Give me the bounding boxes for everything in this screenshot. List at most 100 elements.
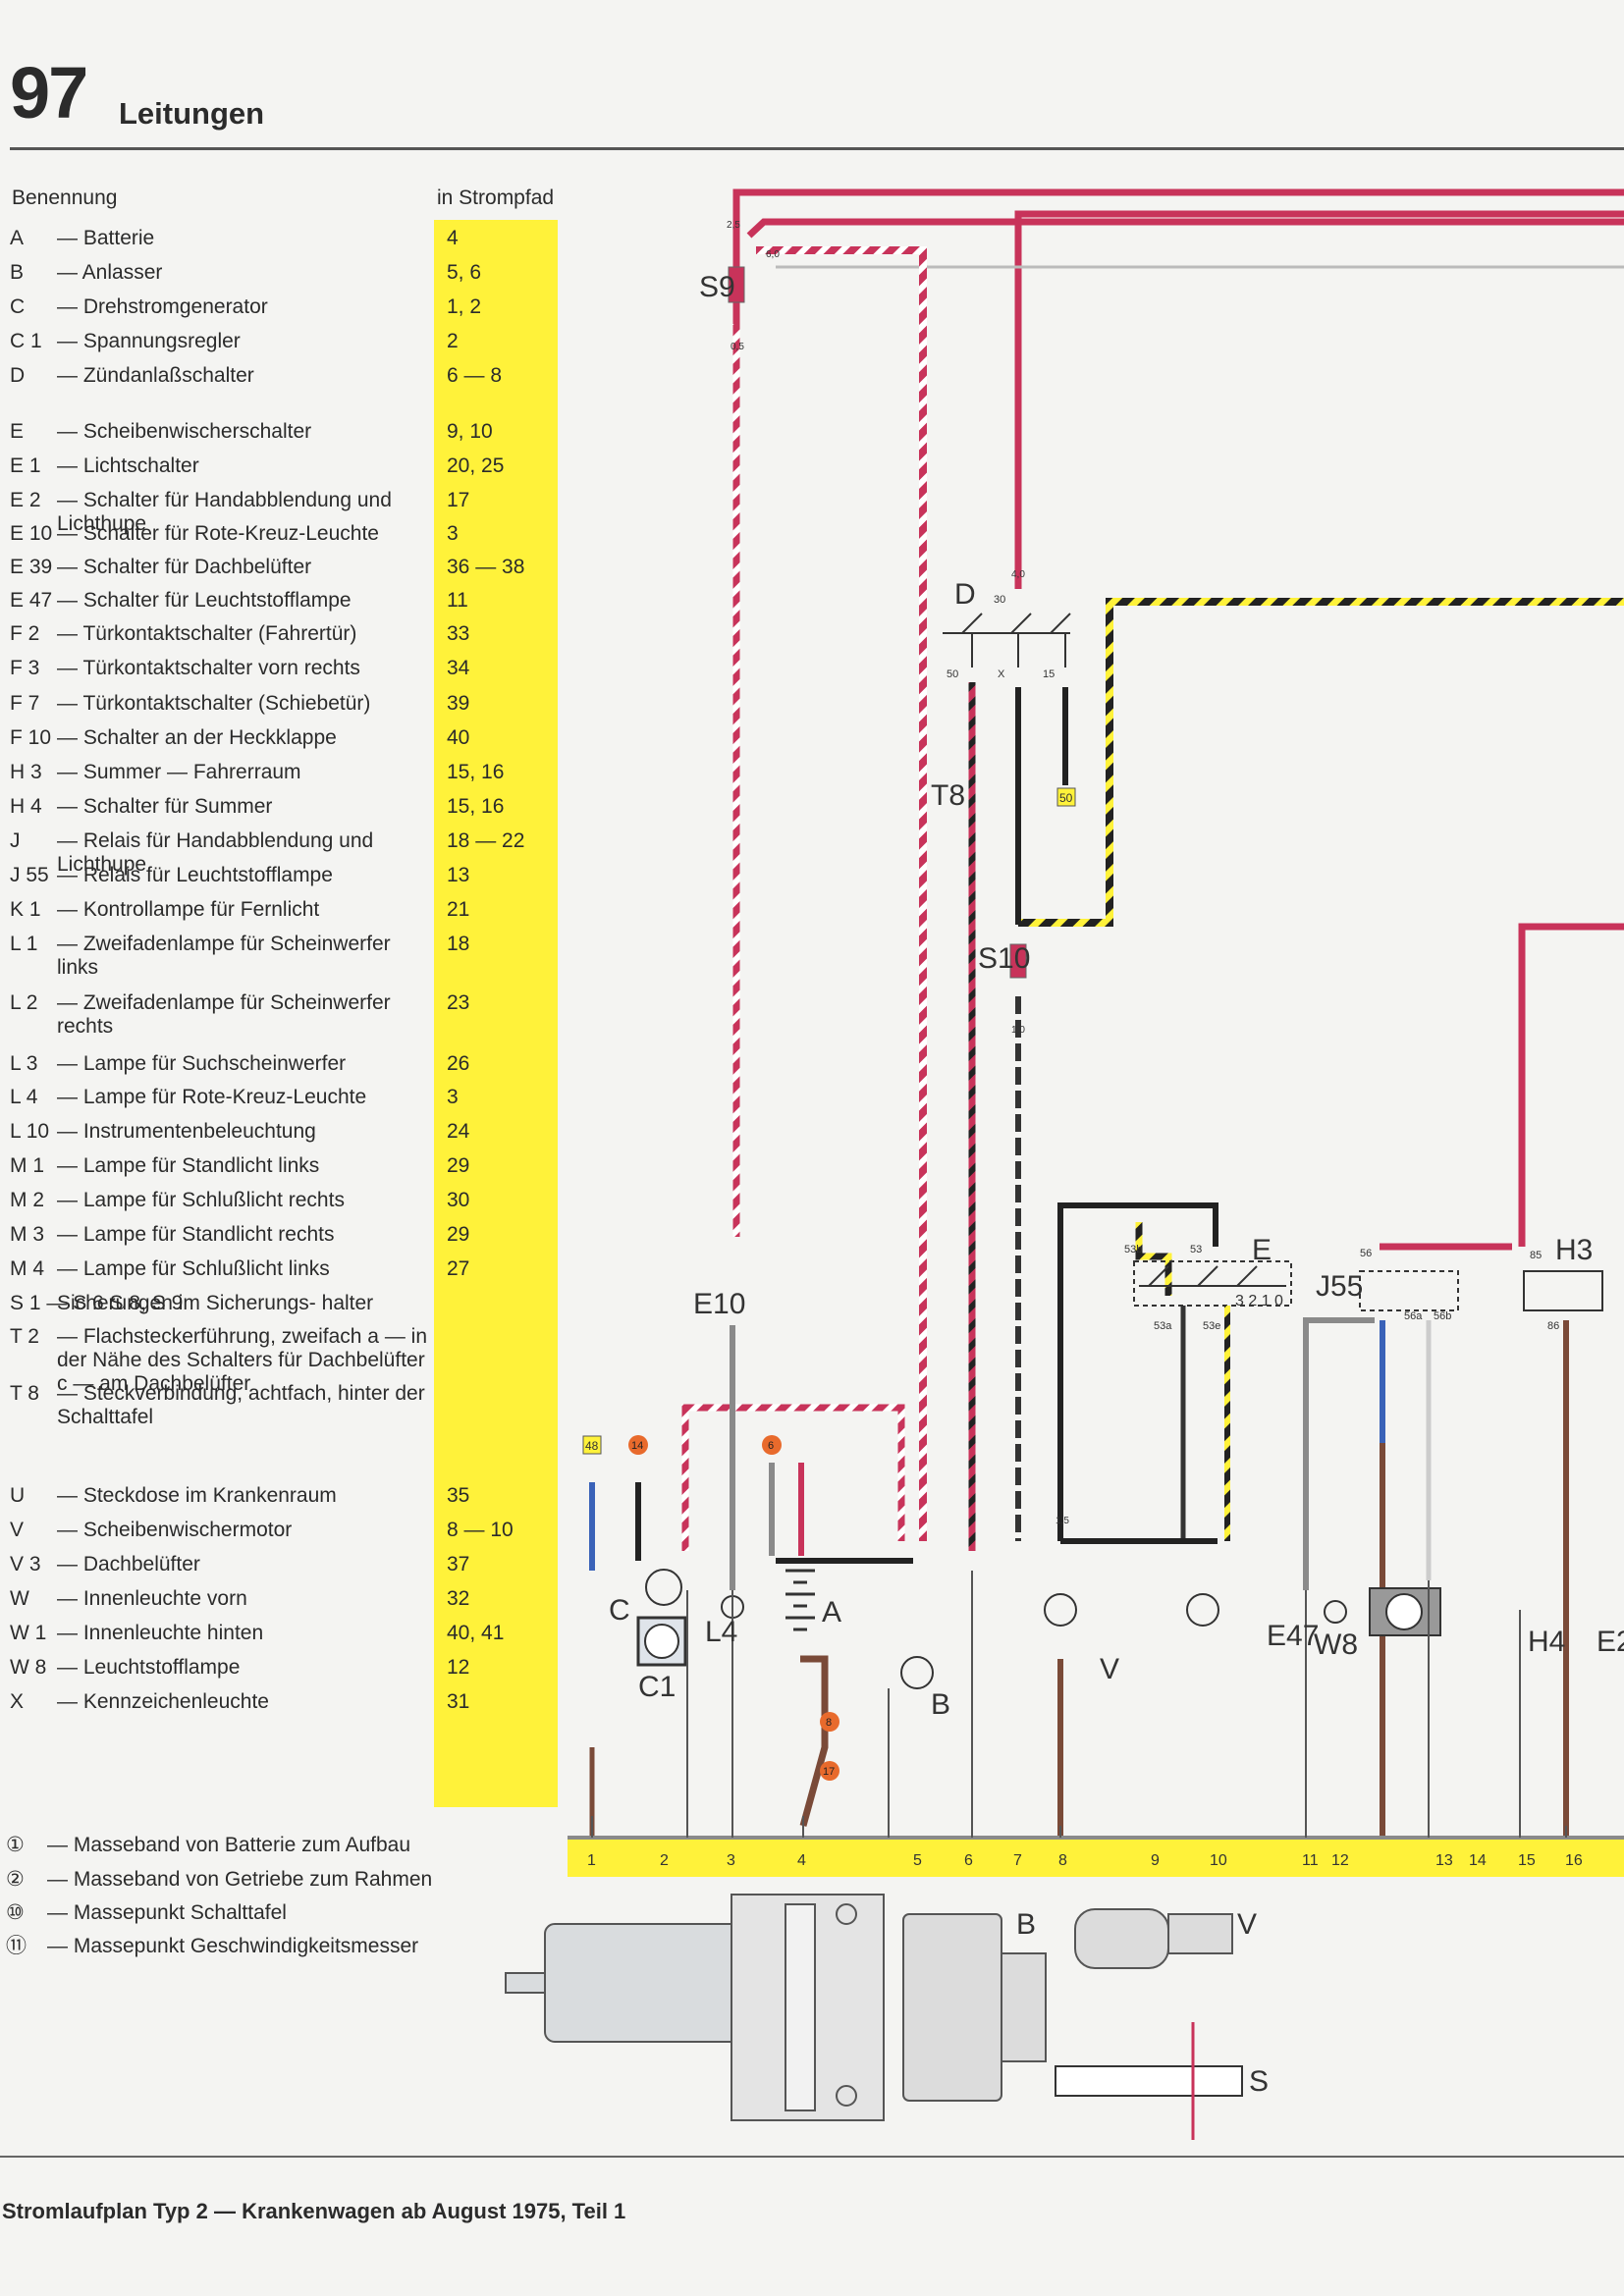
lamp-w8-symbol (1324, 1600, 1347, 1624)
legend-row: L 1— Zweifadenlampe für Scheinwerfer lin… (0, 933, 569, 980)
label-c1: C1 (638, 1671, 676, 1703)
relay-h3 (1523, 1270, 1603, 1311)
legend-code: W (10, 1587, 29, 1610)
legend-row: T 2— Flachsteckerführung, zweifach a — i… (0, 1325, 569, 1425)
legend-desc: — Schalter für Dachbelüfter (57, 556, 312, 578)
label-l4: L4 (705, 1616, 737, 1648)
legend-code: X (10, 1690, 25, 1713)
legend-path: 21 (447, 898, 470, 921)
legend-desc: — Lichtschalter (57, 454, 199, 477)
legend-path: 3 (447, 522, 459, 545)
ground-desc: — Masseband von Getriebe zum Rahmen (47, 1868, 433, 1891)
path-number: 15 (1518, 1852, 1536, 1869)
badge-6-text: 6 (768, 1440, 774, 1452)
wire-grey-j55 (1303, 1317, 1375, 1590)
legend-path: 8 — 10 (447, 1519, 514, 1541)
legend-path: 29 (447, 1223, 470, 1246)
legend-desc: — Scheibenwischermotor (57, 1519, 293, 1541)
legend-desc: — Schalter für Leuchtstofflampe (57, 589, 352, 612)
legend-code: L 4 (10, 1086, 38, 1108)
ground-sym: ⑪ (6, 1935, 27, 1957)
label-v: V (1100, 1653, 1119, 1685)
legend-path: 35 (447, 1484, 470, 1507)
label-e2: E2 (1597, 1626, 1624, 1658)
label-s9: S9 (699, 271, 735, 303)
legend-desc: — Türkontaktschalter vorn rechts (57, 657, 360, 679)
ground-desc: — Massepunkt Geschwindigkeitsmesser (47, 1935, 419, 1957)
legend-desc: — Schalter für Rote-Kreuz-Leuchte (57, 522, 379, 545)
page-number: 97 (10, 52, 88, 133)
legend-desc: — Drehstromgenerator (57, 295, 268, 318)
photo-generator (505, 1923, 782, 2043)
legend-code: W 1 (10, 1622, 47, 1644)
legend-code: W 8 (10, 1656, 47, 1679)
legend-desc: — Zweifadenlampe für Scheinwerfer links (57, 933, 391, 979)
legend-code: V (10, 1519, 25, 1541)
badge-14: 14 (628, 1435, 648, 1455)
legend-row: J— Relais für Handabblendung und Lichthu… (0, 829, 569, 877)
legend-code: C 1 (10, 330, 42, 352)
wiper-motor-v-symbol (1044, 1593, 1077, 1627)
path-number: 2 (660, 1852, 669, 1869)
legend-desc: — Lampe für Standlicht rechts (57, 1223, 335, 1246)
legend-desc: — Schalter für Handabblendung und Lichth… (57, 489, 392, 535)
legend-code: M 1 (10, 1154, 45, 1177)
legend-code: L 2 (10, 991, 38, 1014)
ground-sym: ⑩ (6, 1901, 25, 1924)
legend-path: 36 — 38 (447, 556, 525, 578)
legend-path: 15, 16 (447, 761, 505, 783)
starter-b-symbol (900, 1656, 934, 1689)
label-c: C (609, 1594, 630, 1627)
legend-desc: — Spannungsregler (57, 330, 241, 352)
photo-label-s: S (1249, 2065, 1269, 2098)
legend-desc: — Zweifadenlampe für Scheinwerfer rechts (57, 991, 391, 1038)
path-number: 13 (1435, 1852, 1453, 1869)
legend-desc: — Schalter an der Heckklappe (57, 726, 337, 749)
ground-desc: — Massepunkt Schalttafel (47, 1901, 287, 1924)
term-3210: 3 2 1 0 (1235, 1293, 1283, 1309)
legend-path: 40, 41 (447, 1622, 505, 1644)
term-56b: 56b (1434, 1310, 1451, 1322)
legend-path: 17 (447, 489, 470, 511)
legend-code: M 2 (10, 1189, 45, 1211)
path-number: 10 (1210, 1852, 1227, 1869)
badge-48: 48 (582, 1435, 602, 1455)
label-h4: H4 (1528, 1626, 1565, 1658)
legend-desc: — Türkontaktschalter (Fahrertür) (57, 622, 357, 645)
legend-desc: — Lampe für Rote-Kreuz-Leuchte (57, 1086, 367, 1108)
legend-code: V 3 (10, 1553, 41, 1575)
legend-path: 18 (447, 933, 470, 955)
legend-path: 34 (447, 657, 470, 679)
term-30: 30 (994, 594, 1005, 606)
legend-desc: — Instrumentenbeleuchtung (57, 1120, 316, 1143)
legend-desc: — Innenleuchte hinten (57, 1622, 264, 1644)
legend-desc: — Lampe für Suchscheinwerfer (57, 1052, 347, 1075)
legend-desc: — Scheibenwischerschalter (57, 420, 312, 443)
legend-path-highlight (434, 220, 558, 1807)
legend-code: T 2 (10, 1325, 39, 1348)
label-j55: J55 (1316, 1270, 1363, 1303)
legend-header-path: in Strompfad (437, 187, 555, 209)
wire-size-40: 4,0 (1011, 569, 1025, 580)
badge-8-text: 8 (826, 1717, 832, 1729)
page-title: Leitungen (119, 96, 265, 131)
legend-desc: — Relais für Handabblendung und Lichthup… (57, 829, 374, 876)
legend-desc: — Kontrollampe für Fernlicht (57, 898, 320, 921)
legend-code: M 4 (10, 1257, 45, 1280)
badge-50-text: 50 (1059, 791, 1073, 805)
photo-battery (731, 1894, 885, 2121)
legend-path: 11 (447, 589, 468, 612)
ground-stubs (591, 1571, 1567, 1838)
legend-code: A (10, 227, 25, 249)
legend-code: K 1 (10, 898, 41, 921)
path-number: 12 (1331, 1852, 1349, 1869)
legend-desc: — Steckverbindung, achtfach, hinter der … (57, 1382, 425, 1428)
wire-brown-battery (799, 1655, 829, 1827)
label-t8: T8 (931, 779, 965, 812)
badge-17-text: 17 (823, 1766, 835, 1778)
legend-code: E 39 (10, 556, 53, 578)
photo-fuse-box (1055, 2065, 1243, 2097)
term-53b: 53b (1124, 1244, 1142, 1255)
footer-caption: Stromlaufplan Typ 2 — Krankenwagen ab Au… (2, 2199, 626, 2223)
legend-desc: — Zündanlaßschalter (57, 364, 254, 387)
